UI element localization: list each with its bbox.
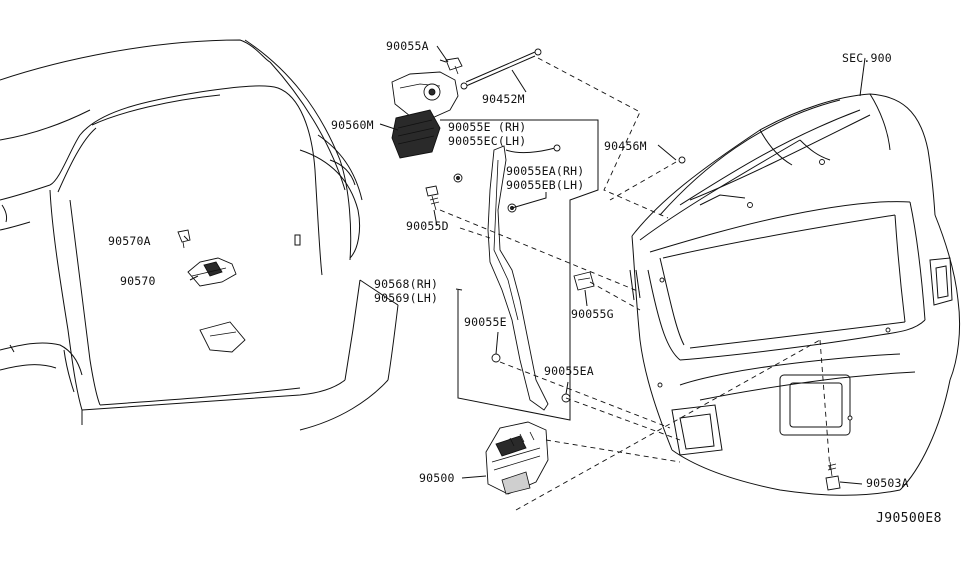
clip-part (573, 271, 595, 291)
latch-assembly (485, 421, 549, 495)
label-90055G: 90055G (571, 307, 614, 321)
back-door-panel (629, 93, 961, 496)
bolt-part (425, 185, 440, 211)
label-90055A: 90055A (386, 39, 429, 53)
label-90569-lh: 90569(LH) (374, 291, 438, 305)
bolt-part-lower (825, 461, 841, 491)
part-labels: 90055A 90452M 90560M 90055E (RH) 90055EC… (108, 39, 942, 526)
motor-assembly (391, 57, 463, 159)
label-90568-rh: 90568(RH) (374, 277, 438, 291)
section-reference: SEC.900 (842, 51, 892, 65)
label-90055EC-lh: 90055EC(LH) (448, 134, 526, 148)
label-90055E: 90055E (464, 315, 507, 329)
label-90500: 90500 (419, 471, 455, 485)
label-90055E-rh: 90055E (RH) (448, 120, 526, 134)
vehicle-rear-body (0, 39, 399, 431)
label-90570A: 90570A (108, 234, 151, 248)
label-90452M: 90452M (482, 92, 525, 106)
label-90560M: 90560M (331, 118, 374, 132)
label-90055EA: 90055EA (544, 364, 594, 378)
label-90055EB-lh: 90055EB(LH) (506, 178, 584, 192)
hinge-bracket-part (177, 229, 237, 287)
cable-part (460, 48, 542, 90)
rod-assembly (440, 119, 599, 421)
label-90456M: 90456M (604, 139, 647, 153)
label-90055EA-rh: 90055EA(RH) (506, 164, 584, 178)
label-90055D: 90055D (406, 219, 449, 233)
dashed-leaders (439, 57, 831, 511)
label-90570: 90570 (120, 274, 156, 288)
label-90503A: 90503A (866, 476, 909, 490)
leader-lines (183, 45, 866, 485)
diagram-id: J90500E8 (876, 511, 942, 526)
